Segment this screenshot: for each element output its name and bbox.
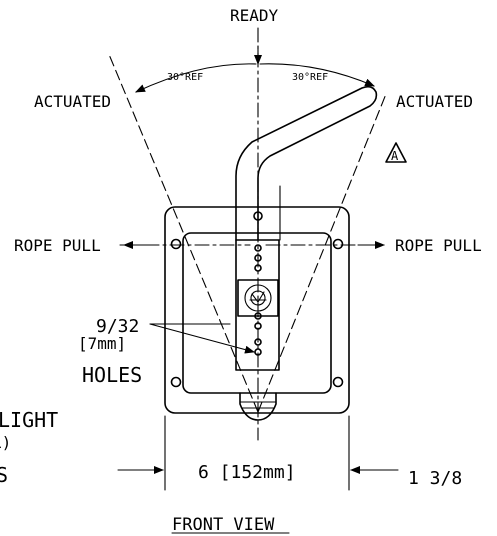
lever-hole-1	[254, 244, 262, 252]
ref-arc-left	[135, 63, 257, 93]
label-width-dimension: 6 [152mm]	[198, 462, 296, 483]
label-ref-left: 30°REF	[167, 72, 203, 83]
label-hole-metric: [7mm]	[78, 334, 126, 353]
pivot-hole	[253, 211, 263, 221]
label-paren-partial: L)	[0, 433, 11, 452]
lever-hole-6	[254, 338, 262, 346]
label-holes: HOLES	[82, 363, 142, 387]
logo-plate	[237, 279, 279, 317]
logo-mark	[249, 291, 267, 303]
ref-arc-right	[259, 63, 375, 87]
lever-handle	[235, 85, 378, 241]
label-light-partial: LIGHT	[0, 408, 58, 432]
logo-seal	[244, 284, 272, 312]
label-ready: READY	[230, 6, 279, 25]
actuated-left-line	[107, 51, 259, 413]
mount-hole-top-right	[332, 238, 344, 250]
label-revision-a: A	[391, 149, 399, 163]
lever-hole-5	[254, 322, 262, 330]
label-s-partial: S	[0, 463, 8, 487]
lever-hole-7	[254, 348, 262, 356]
revision-triangle	[385, 142, 407, 163]
mounting-plate-inner	[182, 232, 332, 394]
lever-hole-3	[254, 264, 262, 272]
label-rope-pull-left: ROPE PULL	[14, 236, 101, 255]
actuated-right-line	[257, 93, 387, 413]
lever-hole-2	[254, 254, 262, 262]
label-actuated-right: ACTUATED	[396, 92, 473, 111]
label-side-dimension: 1 3/8	[408, 468, 462, 489]
hole-leader-slant	[149, 323, 255, 354]
mount-hole-bottom-right	[332, 376, 344, 388]
logo-seal-inner	[250, 290, 266, 306]
mounting-plate-outer	[164, 206, 350, 414]
label-ref-right: 30°REF	[292, 72, 328, 83]
mount-hole-top-left	[170, 238, 182, 250]
label-hole-fraction: 9/32	[96, 316, 139, 337]
label-actuated-left: ACTUATED	[34, 92, 111, 111]
label-view-title: FRONT VIEW	[172, 515, 275, 535]
mount-hole-bottom-left	[170, 376, 182, 388]
light-lens	[239, 392, 277, 421]
label-rope-pull-right: ROPE PULL	[395, 236, 482, 255]
